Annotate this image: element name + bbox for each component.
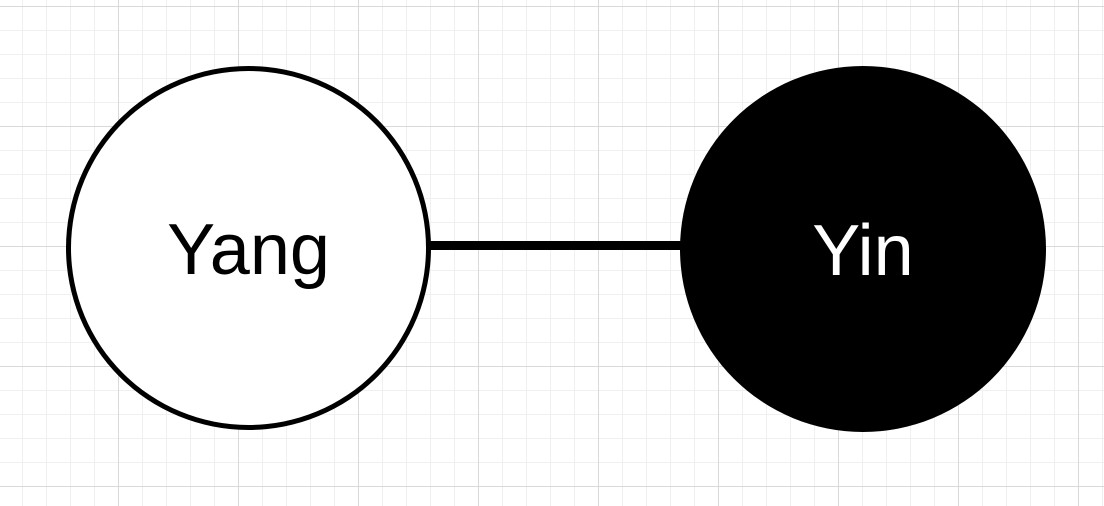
- yang-label: Yang: [167, 210, 330, 290]
- yang-node[interactable]: Yang: [66, 66, 431, 430]
- yang-yin-connector: [428, 241, 682, 250]
- yin-label: Yin: [812, 211, 914, 291]
- yin-node[interactable]: Yin: [680, 66, 1046, 432]
